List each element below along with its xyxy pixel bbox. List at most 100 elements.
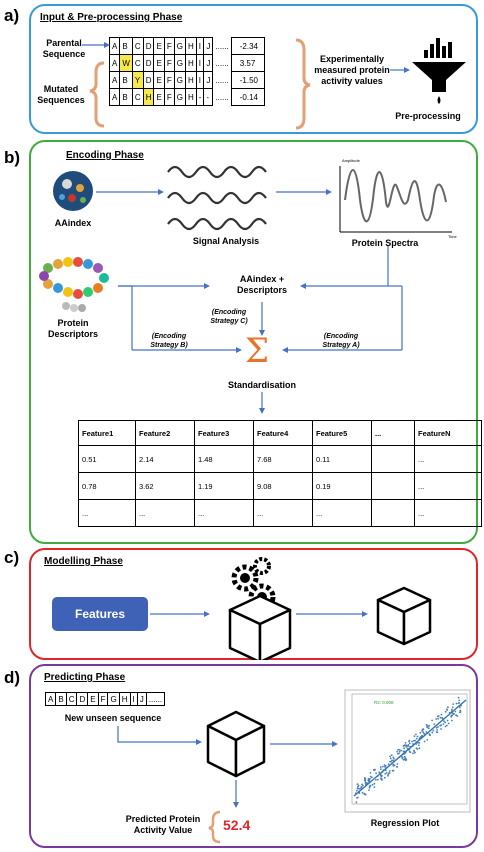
scatter-point	[447, 722, 450, 725]
arrow-head	[332, 741, 338, 747]
scatter-point	[409, 751, 412, 754]
scatter-point	[392, 769, 395, 772]
scatter-point	[389, 755, 391, 758]
scatter-point	[383, 764, 386, 766]
scatter-point	[445, 708, 448, 711]
scatter-point	[398, 749, 401, 751]
scatter-point	[388, 770, 391, 772]
scatter-point	[369, 772, 372, 774]
panel-b-label: b)	[4, 148, 21, 167]
feature-header-cell: Feature5	[312, 420, 372, 446]
scatter-point	[393, 758, 395, 760]
scatter-point	[413, 739, 415, 742]
scatter-point	[415, 747, 418, 750]
feature-header-cell: Feature3	[194, 420, 254, 446]
scatter-point	[404, 757, 407, 760]
scatter-point	[455, 714, 457, 717]
feature-cell	[371, 445, 415, 473]
mutated-brace	[89, 61, 105, 128]
sequence-cell: -	[203, 88, 214, 106]
arrow-head	[233, 802, 239, 808]
scatter-point	[450, 714, 453, 717]
feature-cell: ...	[414, 472, 482, 500]
feature-cell	[371, 499, 415, 527]
parental-sequence-label: Parental Sequence	[42, 38, 86, 59]
scatter-point	[379, 777, 382, 780]
scatter-point	[435, 718, 438, 720]
scatter-point	[452, 713, 455, 715]
feature-cell: ...	[194, 499, 254, 527]
feature-cell: 1.48	[194, 445, 254, 473]
feature-cell: 3.62	[135, 472, 195, 500]
scatter-point	[398, 750, 401, 753]
scatter-point	[435, 726, 438, 729]
values-brace	[295, 38, 311, 130]
scatter-point	[396, 750, 398, 753]
scatter-point	[355, 801, 358, 804]
scatter-point	[454, 710, 457, 713]
spectra-ylabel: Amplitude	[342, 158, 361, 163]
scatter-point	[418, 742, 421, 744]
scatter-point	[389, 760, 391, 763]
scatter-point	[459, 706, 461, 709]
feature-header-cell: ...	[371, 420, 415, 446]
funnel-icon	[412, 38, 466, 104]
scatter-point	[433, 723, 436, 725]
sequence-cell: G	[173, 88, 186, 106]
scatter-point	[373, 782, 376, 785]
scatter-point	[414, 751, 416, 754]
feature-cell: 0.19	[312, 472, 372, 500]
feature-cell	[371, 472, 415, 500]
scatter-point	[446, 724, 448, 727]
scatter-point	[356, 787, 359, 790]
scatter-point	[443, 720, 445, 722]
sequence-to-model-arrow	[117, 726, 196, 743]
mutated-sequences-label: Mutated Sequences	[37, 84, 85, 105]
new-sequence-cell: B	[55, 692, 67, 706]
scatter-point	[367, 779, 370, 782]
scatter-point	[395, 765, 398, 768]
scatter-point	[405, 745, 408, 748]
aaindex-icon	[53, 171, 93, 211]
feature-cell: ...	[135, 499, 195, 527]
scatter-point	[411, 740, 413, 743]
scatter-point	[405, 744, 407, 747]
scatter-point	[439, 724, 442, 727]
feature-cell: 2.14	[135, 445, 195, 473]
scatter-point	[387, 763, 390, 766]
arrow-head	[259, 330, 265, 336]
sequence-cell: E	[153, 88, 165, 106]
scatter-point	[384, 765, 387, 767]
scatter-point	[447, 706, 449, 709]
spectra-plot-icon	[339, 166, 452, 233]
panel-d-graphics: R2: 0.908	[117, 689, 471, 844]
feature-cell: ...	[78, 499, 136, 527]
scatter-point	[402, 745, 405, 747]
scatter-point	[407, 745, 409, 747]
arrow-head	[204, 611, 210, 617]
scatter-point	[369, 778, 371, 780]
panel-b	[29, 140, 478, 544]
arrow-head	[362, 611, 368, 617]
trained-model-cube-icon	[376, 586, 432, 646]
arrow-head	[196, 739, 202, 745]
scatter-point	[368, 786, 371, 789]
features-button[interactable]: Features	[52, 597, 148, 631]
feature-header-cell: Feature1	[78, 420, 136, 446]
strategy-b-label: (Encoding Strategy B)	[150, 333, 188, 349]
scatter-point	[402, 750, 405, 753]
feature-cell: ...	[414, 445, 482, 473]
scatter-point	[386, 775, 389, 777]
activity-value-cell: -0.14	[230, 88, 265, 106]
predicted-label: Predicted Protein Activity Value	[125, 814, 201, 835]
scatter-point	[396, 763, 399, 765]
panel-c-label: c)	[4, 548, 20, 567]
scatter-point	[426, 726, 429, 729]
scatter-point	[381, 765, 384, 768]
panel-a	[29, 4, 478, 134]
scatter-point	[378, 771, 381, 774]
scatter-point	[364, 793, 367, 796]
